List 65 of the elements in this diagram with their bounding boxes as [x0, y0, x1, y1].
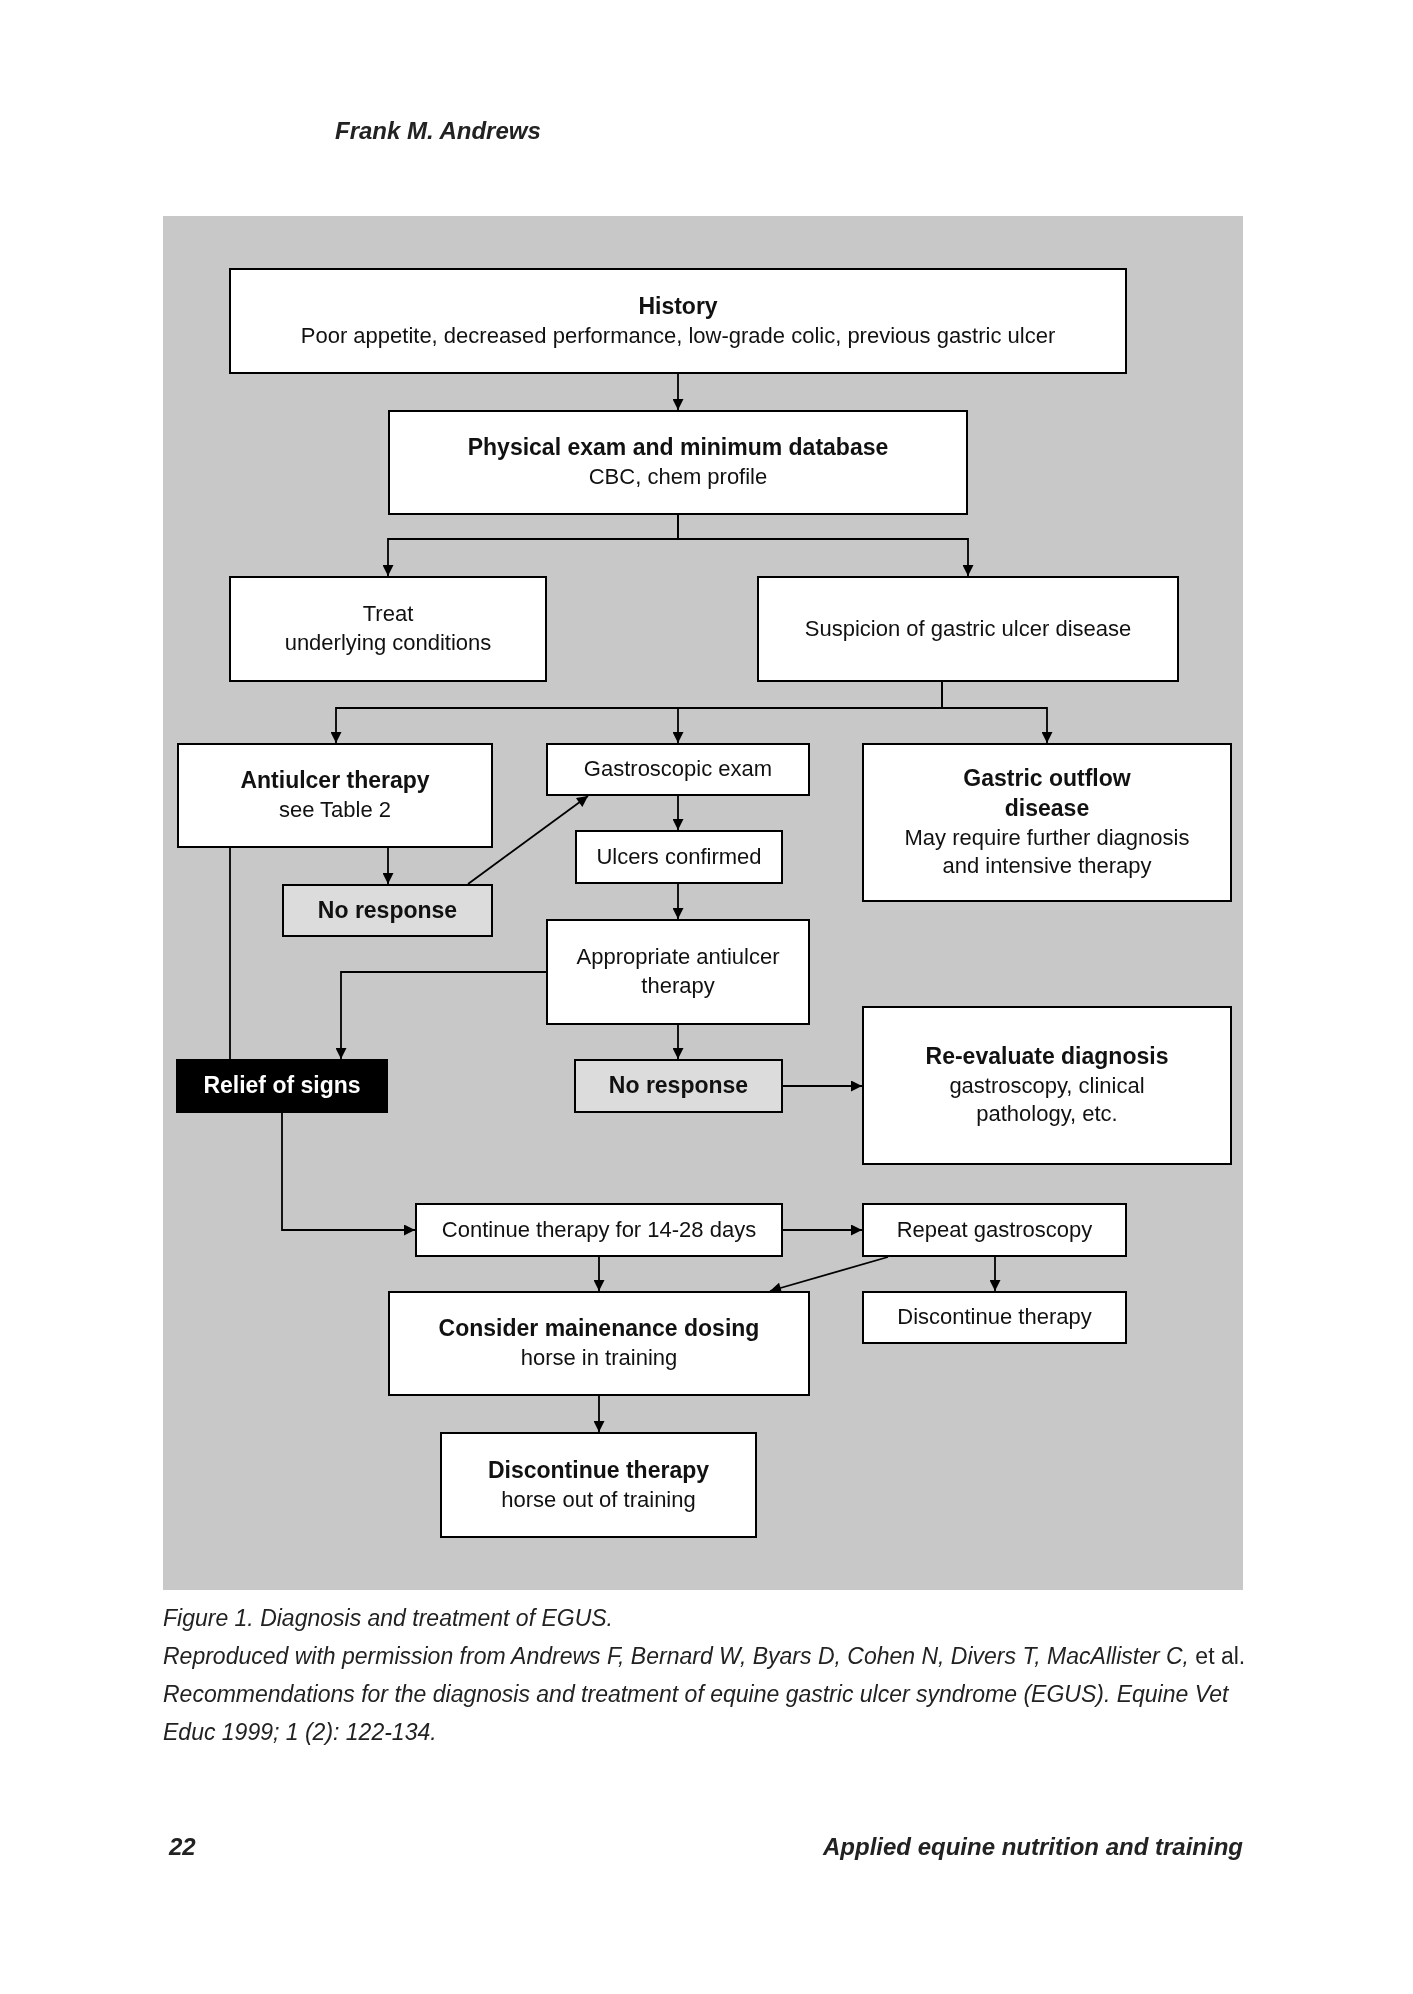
process-box	[575, 830, 783, 884]
box-text: Treat underlying conditions	[284, 600, 492, 657]
box-text: gastroscopy, clinical pathology, etc.	[948, 1071, 1146, 1129]
arrow	[782, 1080, 863, 1092]
box-text: Ulcers confirmed	[596, 842, 762, 871]
arrow	[672, 1024, 684, 1060]
box-text: see Table 2	[278, 796, 392, 825]
arrow	[672, 373, 684, 411]
box-text: horse out of training	[501, 1485, 696, 1514]
arrow	[672, 795, 684, 831]
process-box	[229, 576, 547, 682]
process-box	[388, 410, 968, 515]
arrow	[467, 795, 589, 885]
process-box	[546, 919, 810, 1025]
box-heading: Gastric outflow disease	[962, 764, 1132, 823]
source-credit: Reproduced with permission from Andrews F, Bernard W, Byars D, Cohen N, Divers T, MacAllister C, et al. Recommendations for the diagnosis and treatment of equine gastric ulcer syndrome (EGUS). Equine Vet Educ 1999; 1 (2): 122-134.	[163, 1642, 1247, 1747]
process-box	[415, 1203, 783, 1257]
arrow	[281, 1112, 416, 1236]
process-box	[757, 576, 1179, 682]
arrow	[989, 1256, 1001, 1292]
box-text: CBC, chem profile	[588, 463, 768, 492]
box-heading: Relief of signs	[203, 1071, 361, 1101]
arrow	[382, 847, 394, 885]
arrow	[769, 1256, 889, 1294]
box-text: Appropriate antiulcer therapy	[575, 943, 781, 1000]
arrow	[593, 1395, 605, 1433]
process-box	[862, 1291, 1127, 1344]
box-heading: No response	[317, 895, 458, 925]
box-heading: History	[638, 291, 718, 321]
box-text: Suspicion of gastric ulcer disease	[804, 614, 1132, 643]
box-text: Gastroscopic exam	[583, 755, 773, 784]
running-footer: Applied equine nutrition and training	[823, 1833, 1243, 1861]
process-box	[440, 1432, 757, 1538]
arrow	[335, 971, 547, 1060]
box-text: Poor appetite, decreased performance, low-grade colic, previous gastric ulcer	[300, 321, 1056, 350]
arrow	[782, 1224, 863, 1236]
process-box	[862, 743, 1232, 902]
arrow	[672, 883, 684, 920]
process-box	[229, 268, 1127, 374]
box-text: May require further diagnosis and intensive therapy	[903, 823, 1191, 881]
running-header: Frank M. Andrews	[335, 117, 541, 145]
box-heading: Physical exam and minimum database	[467, 433, 889, 463]
shaded-process-box	[282, 884, 493, 937]
process-box	[546, 743, 810, 796]
arrow	[677, 514, 974, 577]
process-box	[862, 1006, 1232, 1165]
process-box	[177, 743, 493, 848]
box-heading: Consider mainenance dosing	[438, 1314, 760, 1344]
process-box	[862, 1203, 1127, 1257]
box-heading: Discontinue therapy	[487, 1455, 710, 1485]
figure-caption: Figure 1. Diagnosis and treatment of EGUS.	[163, 1604, 614, 1633]
box-heading: Re-evaluate diagnosis	[925, 1041, 1169, 1071]
connector-line	[229, 847, 231, 1060]
box-text: Discontinue therapy	[897, 1303, 1092, 1332]
box-heading: Antiulcer therapy	[240, 766, 430, 796]
arrow	[941, 681, 1053, 744]
page-number: 22	[169, 1833, 196, 1861]
box-text: horse in training	[520, 1344, 678, 1373]
filled-process-box	[176, 1059, 388, 1113]
arrow	[593, 1256, 605, 1292]
box-heading: No response	[608, 1071, 749, 1101]
box-text: Repeat gastroscopy	[896, 1215, 1093, 1244]
box-text: Continue therapy for 14-28 days	[441, 1215, 757, 1244]
shaded-process-box	[574, 1059, 783, 1113]
process-box	[388, 1291, 810, 1396]
